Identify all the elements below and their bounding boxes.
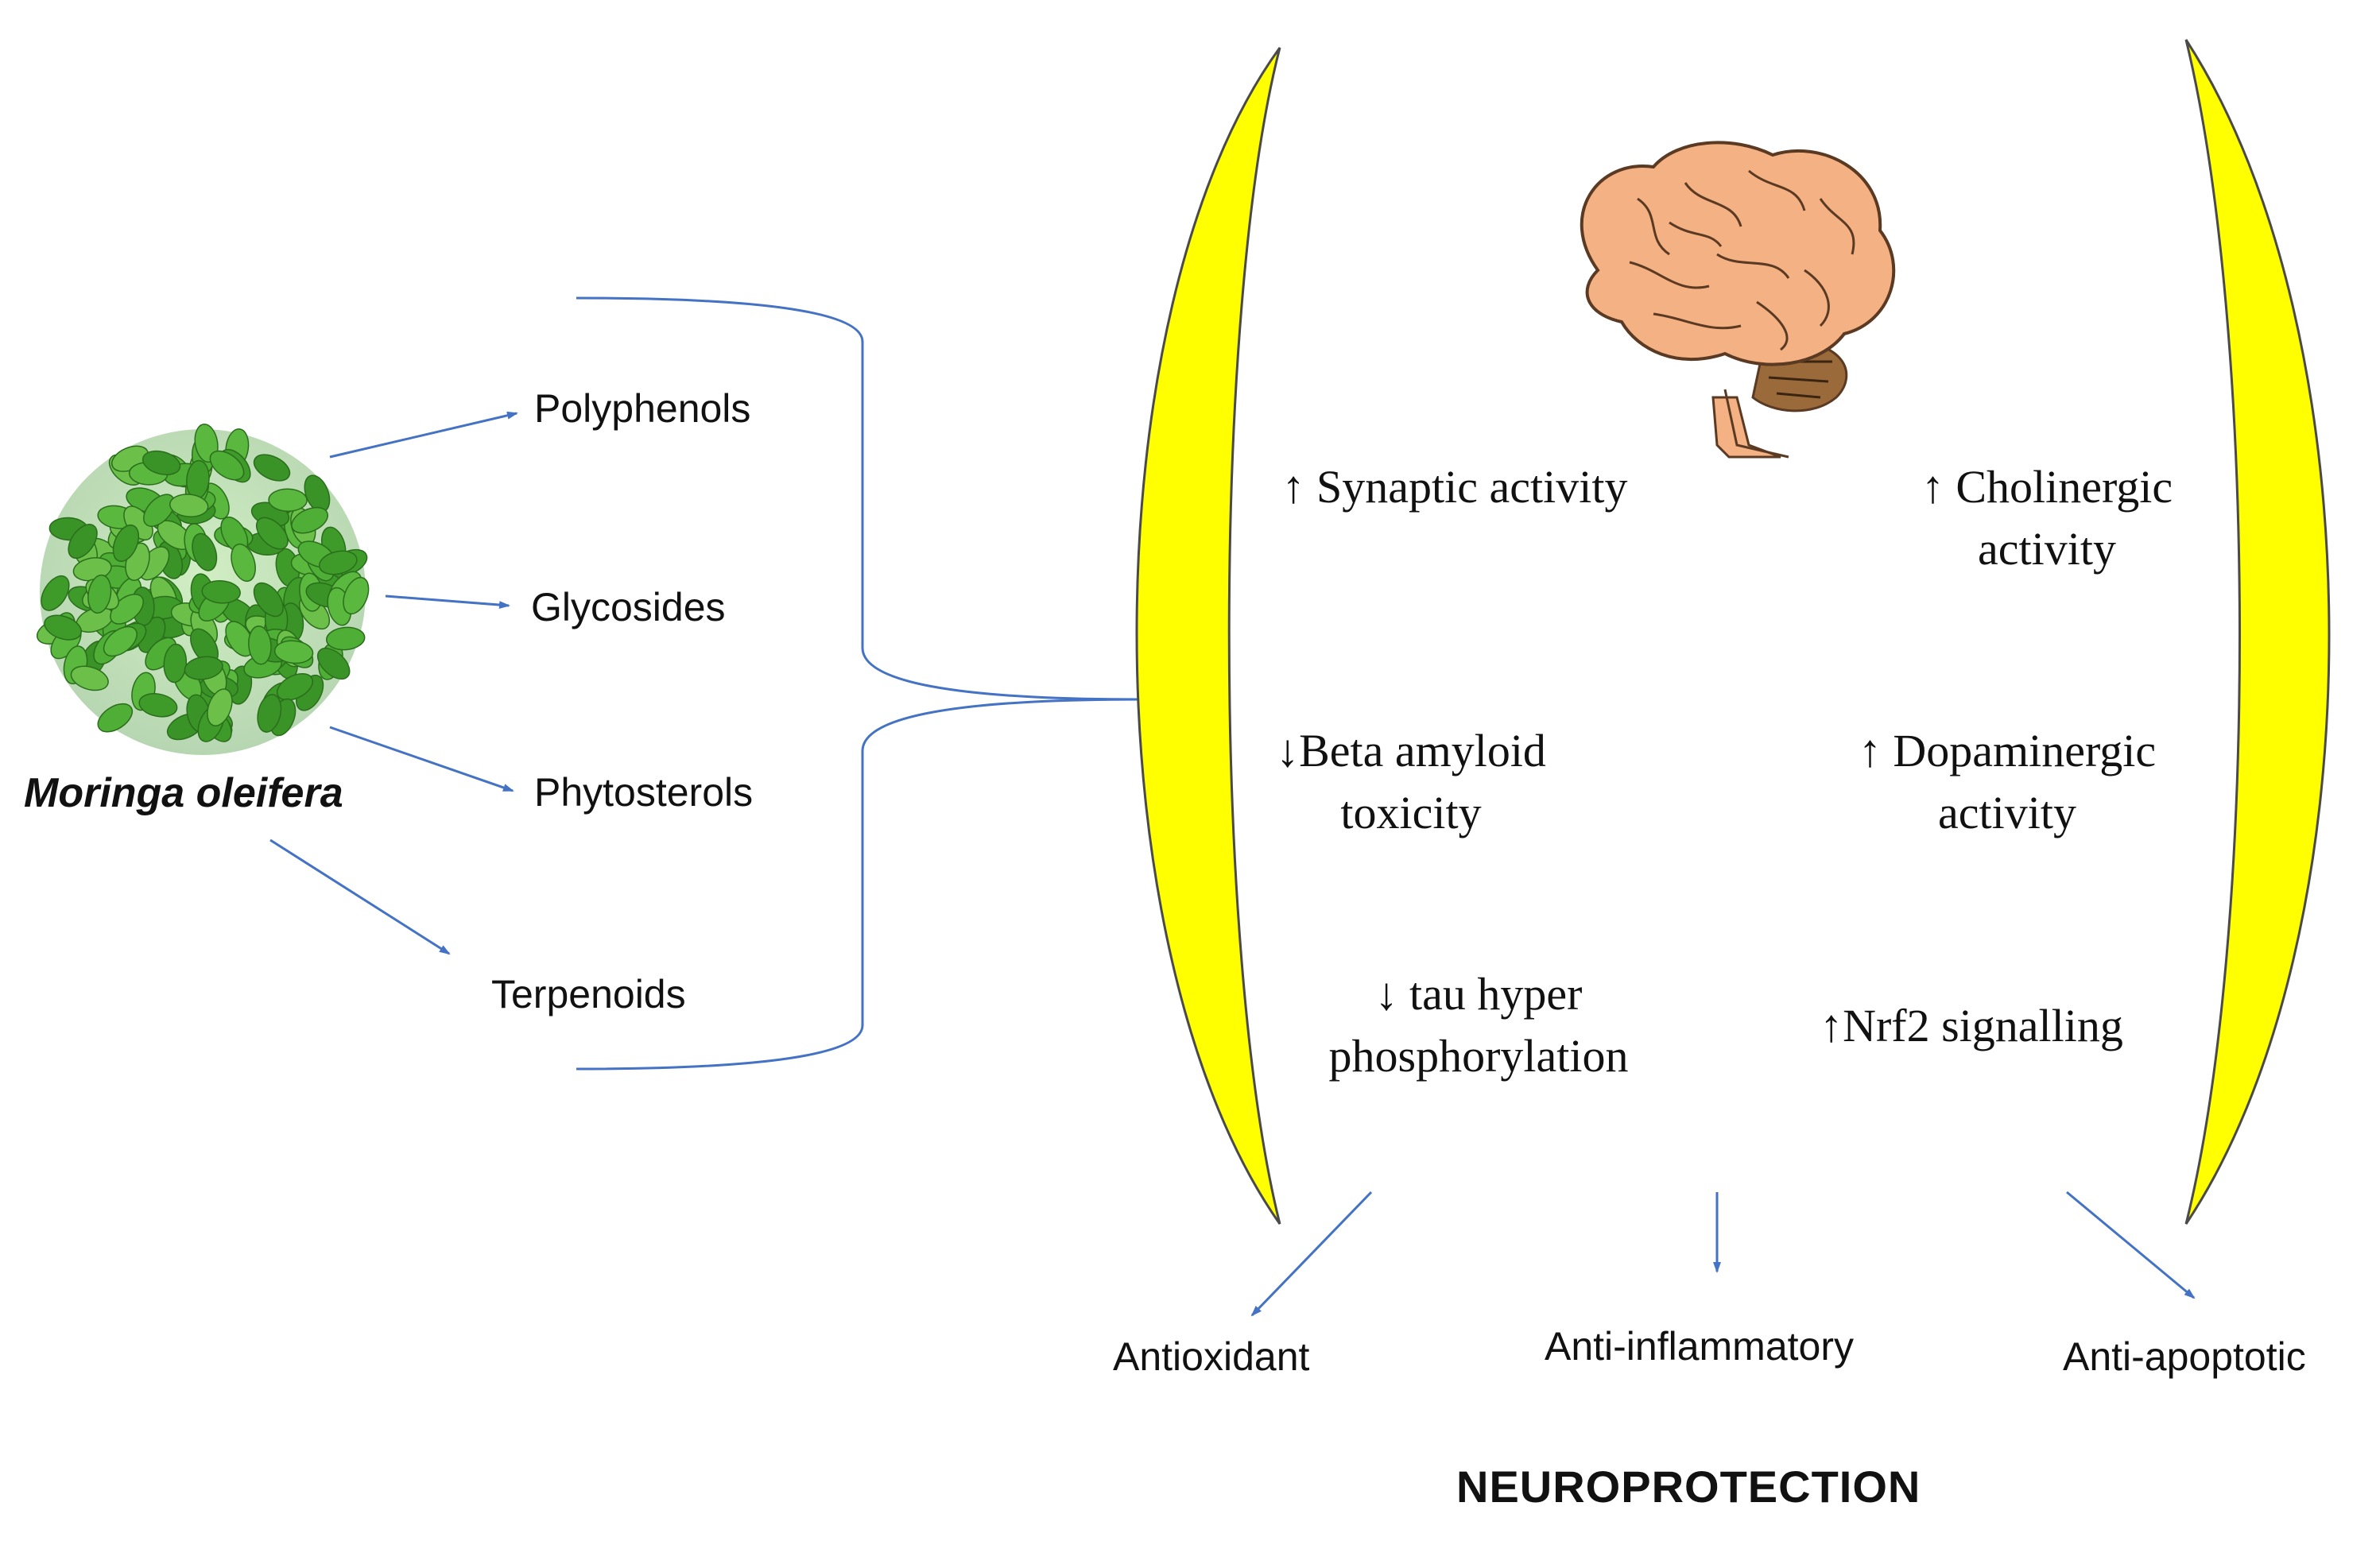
effect-nrf2: ↑Nrf2 signalling — [1781, 995, 2162, 1057]
leaflet — [209, 450, 245, 481]
leaflet — [343, 576, 370, 615]
leaflet — [97, 703, 134, 733]
leaflet — [184, 656, 223, 680]
effect-line: ↑Nrf2 signalling — [1820, 1000, 2123, 1051]
arrow-to-antioxidant — [1250, 1191, 1373, 1317]
effect-tau: ↓ tau hyper phosphorylation — [1304, 963, 1653, 1087]
leaflet — [201, 579, 241, 604]
compound-brace — [576, 296, 1142, 1071]
leaflet — [268, 488, 308, 512]
effect-line: toxicity — [1340, 787, 1482, 838]
leaflet — [103, 625, 138, 657]
compound-terpenoids: Terpenoids — [491, 972, 686, 1016]
arrow-to-glycosides — [385, 594, 510, 610]
arrow-to-polyphenols — [329, 411, 518, 459]
arrow-to-anti-apoptotic — [2066, 1191, 2196, 1299]
leaflet — [192, 532, 218, 571]
leaflet — [44, 614, 82, 641]
compound-phytosterols: Phytosterols — [534, 770, 754, 815]
leaflet — [291, 506, 329, 534]
leaflet — [87, 574, 112, 614]
effect-synaptic: ↑ Synaptic activity — [1264, 456, 1645, 518]
leaflet — [138, 693, 178, 718]
effect-line: activity — [1978, 523, 2116, 575]
leaflet — [207, 688, 233, 726]
effect-cholinergic: ↑ Cholinergic activity — [1856, 456, 2238, 580]
outcome-antioxidant: Antioxidant — [1113, 1334, 1310, 1379]
arrow-to-phytosterols — [329, 726, 514, 792]
leaflet — [316, 647, 351, 680]
leaflet — [225, 621, 254, 657]
source-name: Moringa oleifera — [24, 770, 343, 816]
arrow-to-terpenoids — [269, 838, 451, 955]
leaflet — [248, 625, 272, 665]
compound-polyphenols: Polyphenols — [534, 386, 751, 431]
leaflet — [326, 626, 366, 651]
leaflet — [273, 640, 314, 664]
right-crescent — [2184, 39, 2331, 1225]
leaflet — [112, 524, 140, 563]
leaflet — [143, 494, 176, 527]
effect-beta-amyloid: ↓Beta amyloid toxicity — [1236, 720, 1586, 844]
leaflet — [256, 517, 289, 550]
effect-line: ↓ tau hyper — [1374, 968, 1583, 1020]
effect-line: ↑ Cholinergic — [1921, 461, 2173, 513]
leaflet — [257, 694, 282, 733]
left-crescent — [1135, 47, 1281, 1225]
effect-line: phosphorylation — [1328, 1030, 1629, 1082]
compound-glycosides: Glycosides — [531, 585, 726, 629]
leaflet — [41, 575, 70, 611]
leaflet — [318, 550, 358, 575]
effect-line: ↑ Dopaminergic — [1858, 725, 2157, 776]
outcome-anti-inflammatory: Anti-inflammatory — [1545, 1324, 1854, 1369]
leaflet — [169, 494, 209, 517]
effect-line: ↑ Synaptic activity — [1281, 461, 1628, 513]
moringa-leaves-icon — [36, 424, 370, 755]
outcome-anti-apoptotic: Anti-apoptotic — [2063, 1334, 2306, 1379]
leaflet — [70, 665, 109, 691]
effect-dopaminergic: ↑ Dopaminergic activity — [1816, 720, 2198, 844]
effect-line: activity — [1938, 787, 2076, 838]
brain-icon — [1580, 141, 1896, 459]
leaflet — [194, 424, 219, 463]
effect-line: ↓Beta amyloid — [1276, 725, 1546, 776]
leaflet — [68, 524, 98, 560]
leaflet — [253, 454, 291, 482]
page-title: NEUROPROTECTION — [1456, 1462, 1921, 1512]
leaflet — [163, 643, 188, 683]
leaflet — [276, 672, 314, 701]
leaflet — [141, 450, 181, 476]
leaflet — [231, 543, 256, 583]
leaflet — [253, 582, 284, 618]
